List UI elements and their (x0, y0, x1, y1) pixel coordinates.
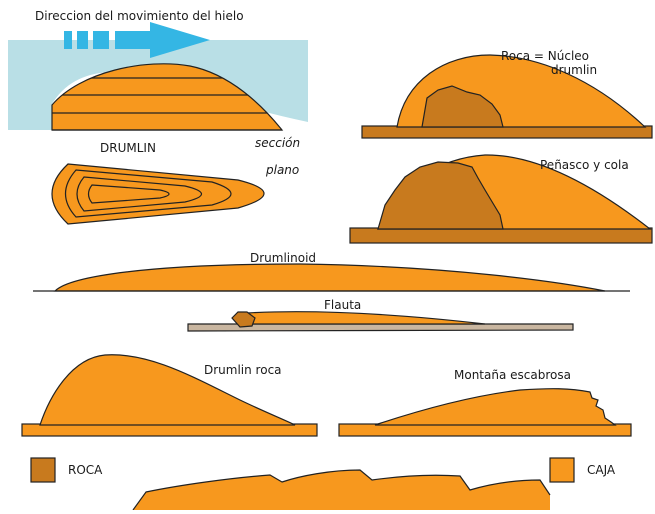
rock-core-label-line1: Roca = Núcleo (501, 49, 589, 63)
legend-rock-swatch (31, 458, 55, 482)
till-ridges (133, 470, 550, 510)
rugged-mountain (339, 389, 631, 436)
drumlinoid-label: Drumlinoid (250, 251, 316, 265)
legend-rock-label: ROCA (68, 463, 102, 477)
legend-till-label: CAJA (587, 463, 615, 477)
flute-label: Flauta (324, 298, 361, 312)
drumlinoid (33, 264, 630, 291)
rock-core-label-line2: drumlin (551, 63, 597, 77)
crag-and-tail-label: Peñasco y cola (540, 158, 629, 172)
legend-till-swatch (550, 458, 574, 482)
section-label: sección (255, 136, 300, 150)
plan-label: plano (266, 163, 299, 177)
rock-drumlin-label: Drumlin roca (204, 363, 282, 377)
ice-flow-direction-label: Direccion del movimiento del hielo (35, 9, 244, 23)
rugged-mountain-label: Montaña escabrosa (454, 368, 571, 382)
rock-core-drumlin (362, 55, 652, 138)
flute (188, 312, 573, 331)
drumlin-label: DRUMLIN (100, 141, 156, 155)
drumlin-plan (52, 164, 264, 224)
